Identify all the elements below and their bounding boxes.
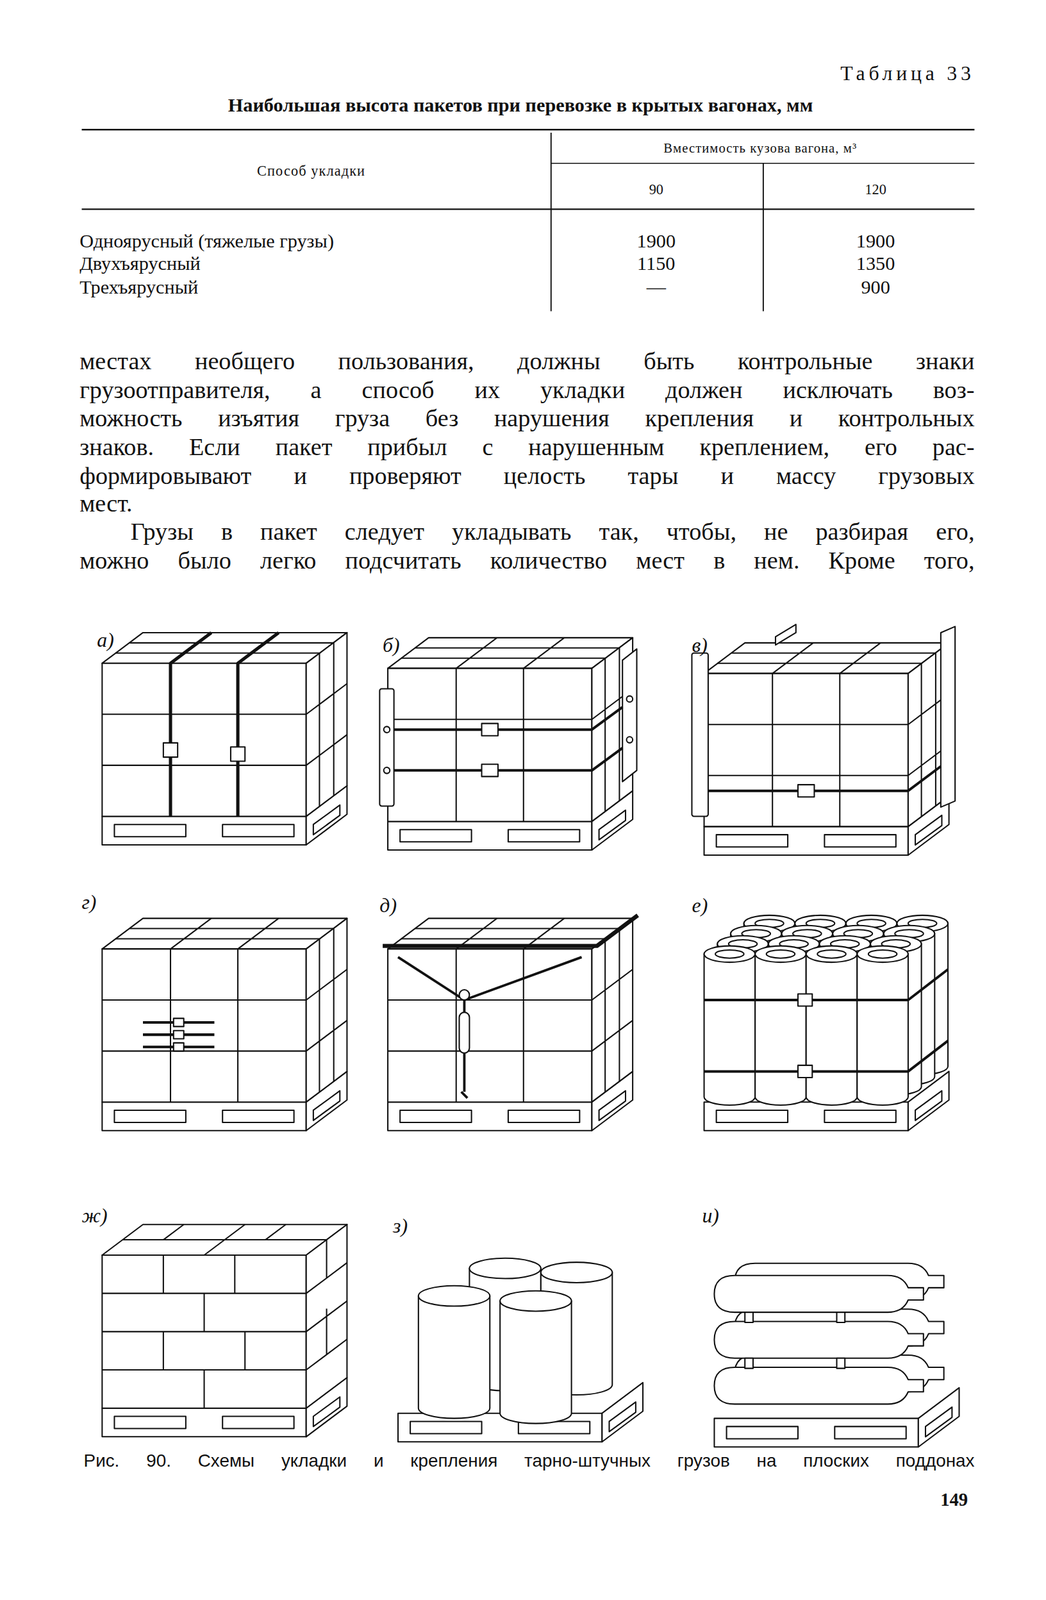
table-cell: Двухъярусный — [79, 252, 201, 275]
pallet-figure — [101, 918, 347, 1131]
table-cell: 1150 — [637, 252, 675, 275]
pallet-figure — [691, 624, 955, 856]
table-cell: 900 — [860, 276, 890, 299]
table-rules — [82, 129, 975, 311]
figure-letter: в) — [692, 633, 708, 658]
table-cell: 1900 — [637, 230, 677, 253]
figure-letter: б) — [382, 633, 400, 658]
body-text: местах необщего пользования, должны быть… — [79, 347, 975, 376]
body-text: грузоотправителя, а способ их укладки до… — [79, 376, 975, 405]
table-header: Вместимость кузова вагона, м³ — [663, 141, 857, 157]
table-cell: 1900 — [856, 230, 896, 253]
pallet-figure — [704, 915, 950, 1131]
pallet-figure — [398, 1258, 643, 1443]
table-cell: Одноярусный (тяжелые грузы) — [79, 230, 334, 253]
table-header: Способ укладки — [257, 162, 366, 180]
body-text: мест. — [79, 489, 133, 518]
table-title: Наибольшая высота пакетов при перевозке … — [228, 94, 813, 117]
figure-letter: а) — [96, 628, 115, 653]
pallet-figure — [101, 632, 347, 845]
pallet-figure — [379, 637, 637, 850]
table-header: 120 — [864, 181, 886, 199]
body-text: можно было легко подсчитать количество м… — [79, 546, 975, 575]
pallet-figure — [713, 1263, 959, 1448]
table-cell: Трехъярусный — [79, 276, 199, 299]
figure-letter: г) — [81, 890, 97, 915]
pallet-figure — [382, 915, 638, 1131]
figure-caption: Рис. 90. Схемы укладки и крепления тарно… — [83, 1450, 975, 1471]
table-cell: — — [646, 276, 666, 299]
figure-letter: и) — [701, 1204, 720, 1229]
figure-letter: д) — [379, 894, 397, 918]
figure-letter: ж) — [81, 1204, 108, 1229]
table-number: Таблица 33 — [840, 62, 975, 86]
body-text: формировывают и проверяют целость тары и… — [79, 462, 975, 491]
figure-letter: з) — [392, 1214, 408, 1239]
body-text: знаков. Если пакет прибыл с нарушенным к… — [79, 433, 975, 462]
pallet-figure — [101, 1224, 347, 1437]
table-cell: 1350 — [856, 252, 896, 275]
body-text: можность изъятия груза без нарушения кре… — [79, 404, 975, 433]
body-text: Грузы в пакет следует укладывать так, чт… — [130, 517, 975, 547]
page-number: 149 — [940, 1488, 968, 1511]
figure-letter: е) — [692, 894, 709, 918]
table-header: 90 — [649, 181, 664, 199]
